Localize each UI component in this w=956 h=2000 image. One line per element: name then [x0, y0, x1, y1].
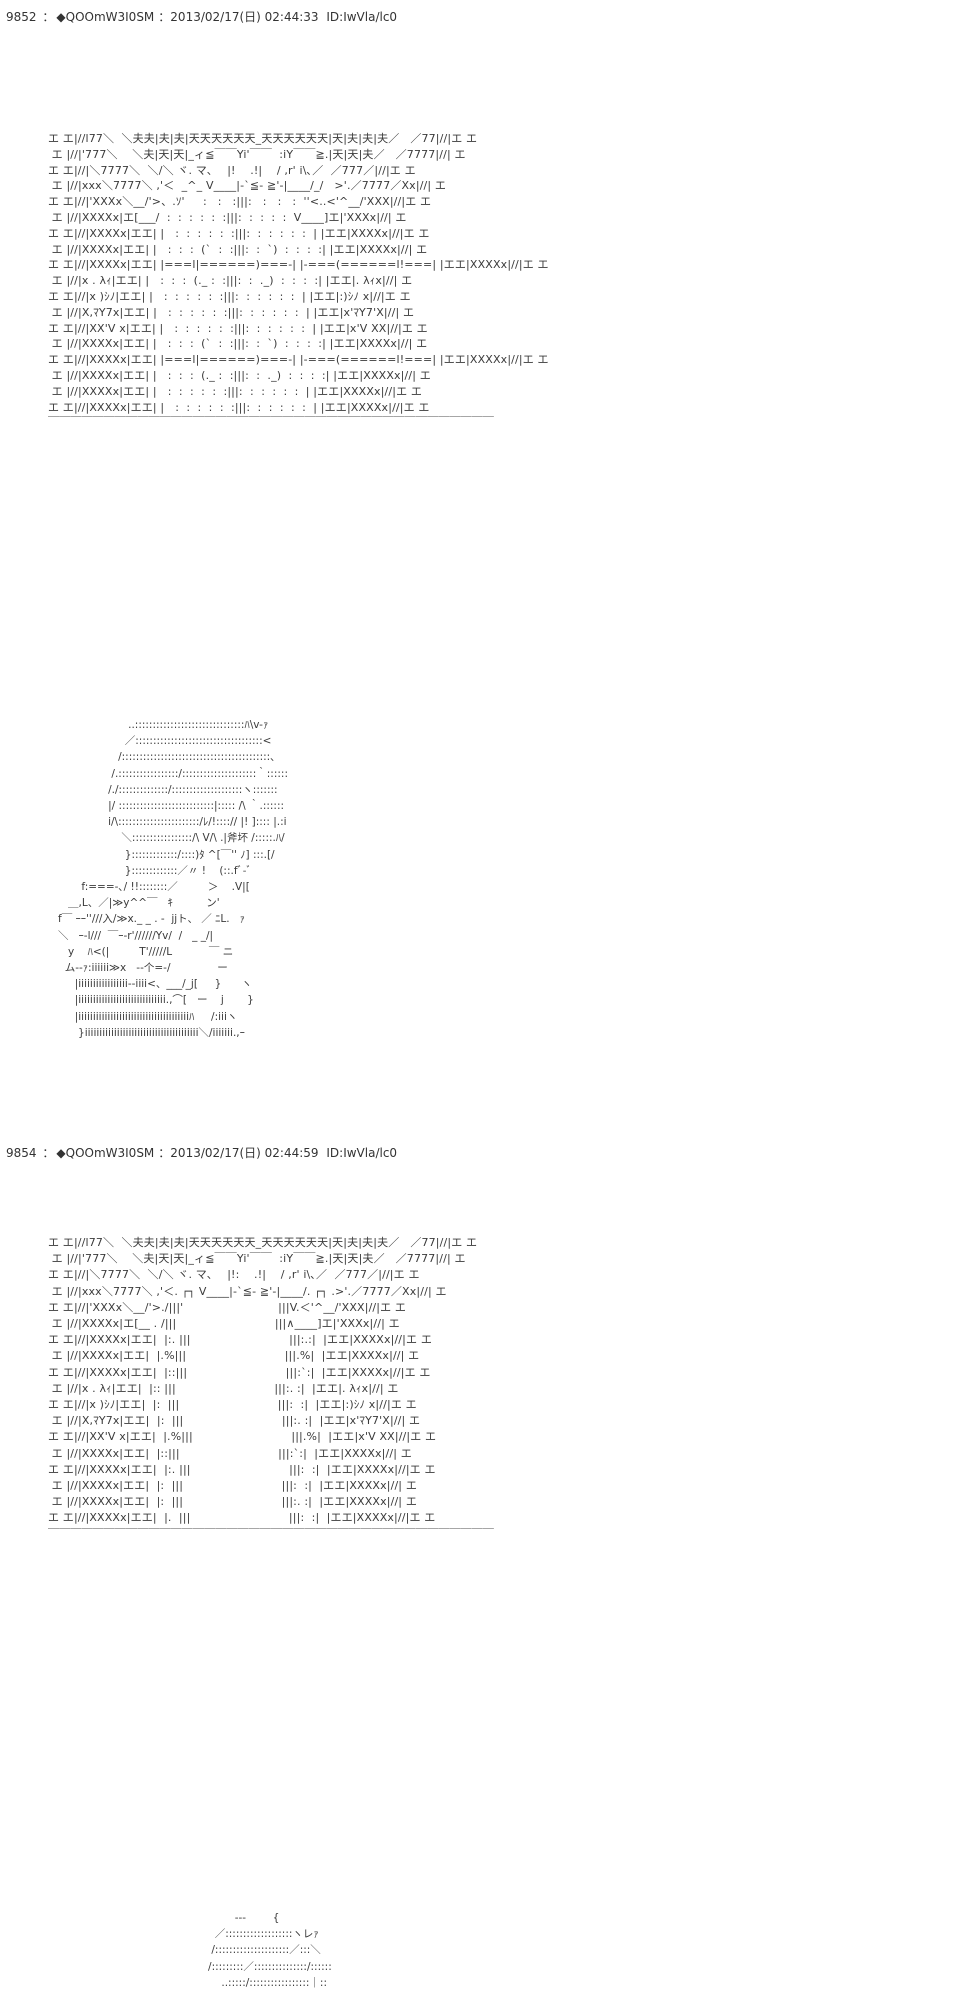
post-id[interactable]: ID:IwVla/lc0	[326, 10, 398, 24]
post-id[interactable]: ID:IwVla/lc0	[326, 1146, 398, 1160]
post-number[interactable]: 9854	[6, 1146, 37, 1160]
post-number[interactable]: 9852	[6, 10, 37, 24]
post-author: ◆QOOmW3I0SM	[56, 10, 155, 24]
ascii-art-gate: エ エ|//l77＼ ＼夫夫|夫|夫|天天天天天天_天天天天天天|天|夫|夫|夫…	[48, 1236, 494, 1541]
post-date: ：2013/02/17(日) 02:44:33	[158, 10, 319, 24]
post-separator: ：	[42, 1146, 55, 1160]
ascii-art-gate: エ エ|//l77＼ ＼夫夫|夫|夫|天天天天天天_天天天天天天|天|夫|夫|夫…	[48, 132, 549, 430]
post-header: 9852 ：◆QOOmW3I0SM：2013/02/17(日) 02:44:33…	[6, 9, 397, 25]
ascii-art-figure: --‐ { ／:::::::::::::::::::ヽレｧ /:::::::::…	[208, 1912, 332, 1989]
post-header: 9854 ：◆QOOmW3I0SM：2013/02/17(日) 02:44:59…	[6, 1145, 397, 1161]
post-author: ◆QOOmW3I0SM	[56, 1146, 155, 1160]
post-date: ：2013/02/17(日) 02:44:59	[158, 1146, 319, 1160]
post-separator: ：	[42, 10, 55, 24]
ascii-art-figure: ..:::::::::::::::::::::::::::::::ﾊ\v-ｧ ／…	[58, 719, 288, 1039]
